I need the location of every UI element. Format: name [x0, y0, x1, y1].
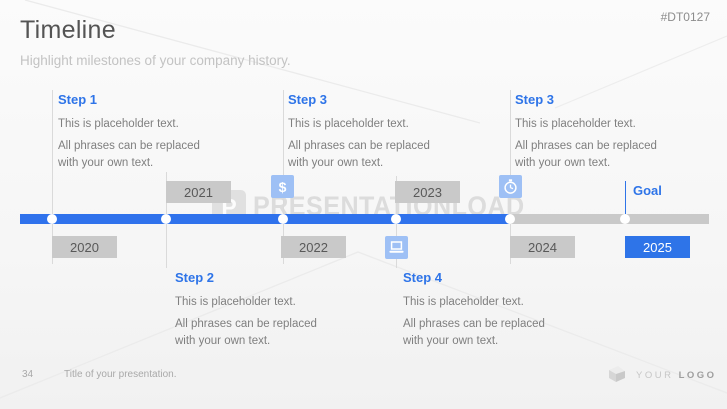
- step-block-4: Step 4 This is placeholder text. All phr…: [403, 270, 567, 355]
- step-title: Step 2: [175, 270, 215, 285]
- laptop-glyph: [389, 241, 404, 253]
- step-title: Step 1: [58, 92, 98, 107]
- step-text-line: All phrases can be replaced with your ow…: [175, 318, 317, 347]
- logo-word-logo: LOGO: [678, 370, 717, 381]
- step-text-line: This is placeholder text.: [58, 118, 179, 130]
- step-text-line: All phrases can be replaced with your ow…: [58, 140, 200, 169]
- stopwatch-glyph: [504, 179, 517, 194]
- step-block-2: Step 2 This is placeholder text. All phr…: [175, 270, 339, 355]
- year-label-2021: 2021: [166, 181, 231, 203]
- step-text-line: This is placeholder text.: [403, 296, 524, 308]
- milestone-dot-2023: [391, 214, 401, 224]
- step-text-line: This is placeholder text.: [175, 296, 296, 308]
- timeline-bar-progress: [20, 214, 510, 224]
- step-block-3a: Step 3 This is placeholder text. All phr…: [288, 92, 452, 177]
- cube-logo-icon: [609, 366, 625, 382]
- your-logo-text: YOUR LOGO: [636, 370, 717, 381]
- year-label-2024: 2024: [510, 236, 575, 258]
- page-subtitle: Highlight milestones of your company his…: [20, 53, 291, 68]
- page-number: 34: [22, 369, 34, 380]
- year-label-2025-highlight: 2025: [625, 236, 690, 258]
- connector-line-goal: [625, 181, 626, 214]
- year-label-2023: 2023: [395, 181, 460, 203]
- dollar-icon: $: [271, 175, 294, 198]
- step-block-1: Step 1 This is placeholder text. All phr…: [58, 92, 222, 177]
- stopwatch-icon: [499, 175, 522, 198]
- milestone-dot-2020: [47, 214, 57, 224]
- dollar-glyph: $: [278, 178, 287, 195]
- template-code: #DT0127: [660, 10, 710, 24]
- milestone-dot-2024: [505, 214, 515, 224]
- milestone-dot-2025: [620, 214, 630, 224]
- goal-label: Goal: [633, 183, 662, 198]
- step-title: Step 3: [515, 92, 555, 107]
- step-block-3b: Step 3 This is placeholder text. All phr…: [515, 92, 679, 177]
- year-label-2022: 2022: [281, 236, 346, 258]
- step-text-line: This is placeholder text.: [515, 118, 636, 130]
- milestone-dot-2022: [278, 214, 288, 224]
- step-title: Step 4: [403, 270, 443, 285]
- page-title: Timeline: [20, 16, 116, 44]
- logo-word-your: YOUR: [636, 370, 674, 381]
- step-title: Step 3: [288, 92, 328, 107]
- step-text-line: All phrases can be replaced with your ow…: [403, 318, 545, 347]
- footer-presentation-title: Title of your presentation.: [64, 369, 177, 380]
- year-label-2020: 2020: [52, 236, 117, 258]
- step-text-line: This is placeholder text.: [288, 118, 409, 130]
- milestone-dot-2021: [161, 214, 171, 224]
- laptop-icon: [385, 236, 408, 259]
- step-text-line: All phrases can be replaced with your ow…: [515, 140, 657, 169]
- step-text-line: All phrases can be replaced with your ow…: [288, 140, 430, 169]
- connector-line-2020: [52, 90, 53, 264]
